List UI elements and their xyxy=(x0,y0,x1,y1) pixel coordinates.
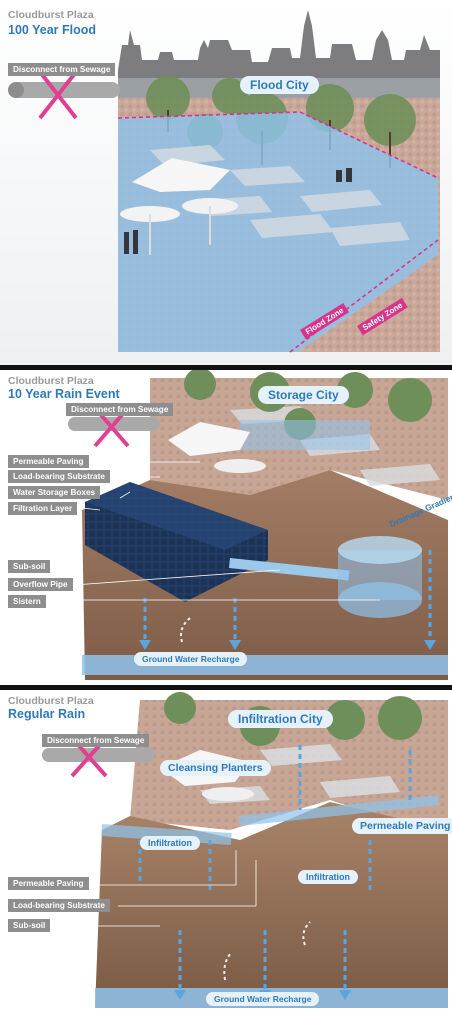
flood-city-label: Flood City xyxy=(240,76,319,94)
layer-water-storage-boxes: Water Storage Boxes xyxy=(8,486,101,500)
layer-load-bearing-substrate: Load-bearing Substrate xyxy=(8,470,110,484)
disconnect-sewage-tag: Disconnect from Sewage xyxy=(8,63,116,77)
layer-load-bearing-substrate: Load-bearing Substrate xyxy=(8,899,110,913)
layer-sub-soil: Sub-soil xyxy=(8,560,51,574)
panel-title: 100 Year Flood xyxy=(8,23,97,37)
layer-filtration: Filtration Layer xyxy=(8,502,78,516)
panel-subtitle: Cloudburst Plaza xyxy=(8,9,94,21)
layer-overflow-pipe: Overflow Pipe xyxy=(8,578,73,592)
storage-city-label: Storage City xyxy=(258,386,349,404)
disconnect-sewage-tag: Disconnect from Sewage xyxy=(42,734,150,748)
panel-title: 10 Year Rain Event xyxy=(8,387,120,401)
layer-permeable-paving: Permeable Paving xyxy=(8,455,89,469)
panel-divider xyxy=(0,685,452,690)
panel-divider xyxy=(0,365,452,370)
layer-permeable-paving: Permeable Paving xyxy=(8,877,89,891)
panel-regular-rain: Cloudburst Plaza Regular Rain Disconnect… xyxy=(0,690,452,1024)
panel-title: Regular Rain xyxy=(8,707,86,721)
panel-subtitle: Cloudburst Plaza xyxy=(8,695,94,707)
layer-sistern: Sistern xyxy=(8,595,46,609)
panel-subtitle: Cloudburst Plaza xyxy=(8,375,94,387)
ground-water-recharge-label: Ground Water Recharge xyxy=(206,992,320,1006)
ground-water-recharge-label: Ground Water Recharge xyxy=(134,652,248,666)
cleansing-planters-label: Cleansing Planters xyxy=(160,760,271,776)
panel-10-year-rain: Cloudburst Plaza 10 Year Rain Event Disc… xyxy=(0,370,452,685)
panel-100-year-flood: Cloudburst Plaza 100 Year Flood Disconne… xyxy=(0,0,452,365)
flood-city-illustration xyxy=(0,0,452,365)
infiltration-label-1: Infiltration xyxy=(140,836,200,850)
infiltration-city-illustration xyxy=(0,690,452,1024)
layer-sub-soil: Sub-soil xyxy=(8,919,51,933)
infiltration-label-2: Infiltration xyxy=(298,870,358,884)
storage-city-illustration xyxy=(0,370,452,685)
infiltration-city-label: Infiltration City xyxy=(228,710,333,728)
permeable-paving-callout: Permeable Paving xyxy=(352,818,452,834)
disconnect-sewage-tag: Disconnect from Sewage xyxy=(66,403,174,417)
